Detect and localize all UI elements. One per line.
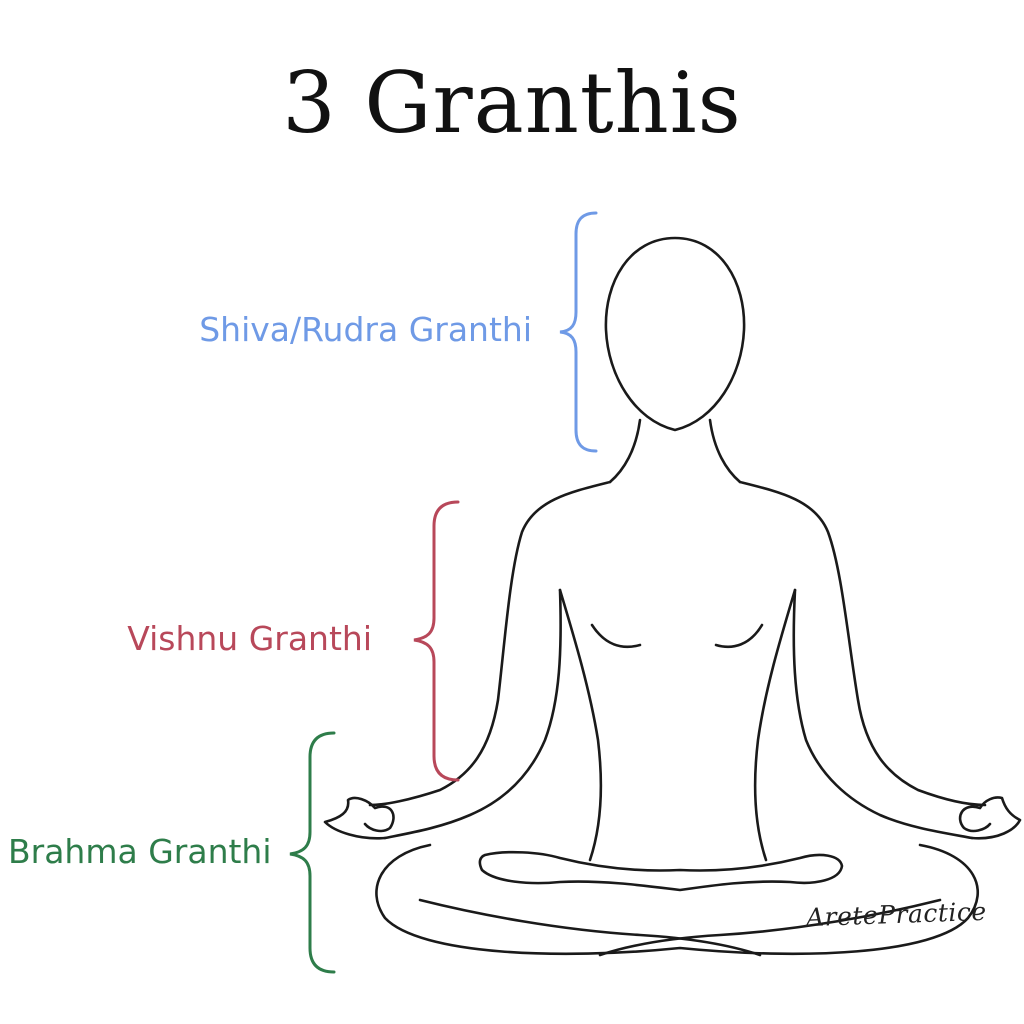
figure-neck-left — [608, 418, 642, 484]
figure-torso-right — [753, 588, 797, 862]
figure-chest-right — [714, 623, 764, 649]
figure-leg-cross-2 — [598, 898, 942, 957]
figure-chest-left — [590, 623, 642, 649]
vishnu-granthi-label: Vishnu Granthi — [127, 619, 372, 658]
page-title: 3 Granthis — [282, 54, 742, 152]
figure-shoulder-left — [368, 480, 612, 807]
figure-head — [604, 236, 746, 432]
figure-neck-right — [708, 418, 742, 484]
figure-hand-left — [323, 796, 395, 840]
shiva-bracket — [559, 211, 598, 453]
figure-foot-top — [478, 850, 844, 892]
figure-hand-right — [958, 796, 1022, 840]
figure-leg-cross-1 — [418, 898, 762, 957]
figure-inner-arm-left — [383, 588, 562, 840]
figure-shoulder-right — [738, 480, 987, 807]
figure-torso-left — [558, 588, 603, 862]
meditating-figure-icon — [323, 236, 1022, 957]
figure-inner-arm-right — [792, 588, 974, 840]
brahma-bracket — [289, 731, 336, 974]
shiva-granthi-label: Shiva/Rudra Granthi — [199, 310, 532, 349]
figure-legs-outer — [375, 843, 979, 956]
brahma-granthi-label: Brahma Granthi — [8, 832, 272, 871]
vishnu-bracket — [413, 500, 460, 782]
